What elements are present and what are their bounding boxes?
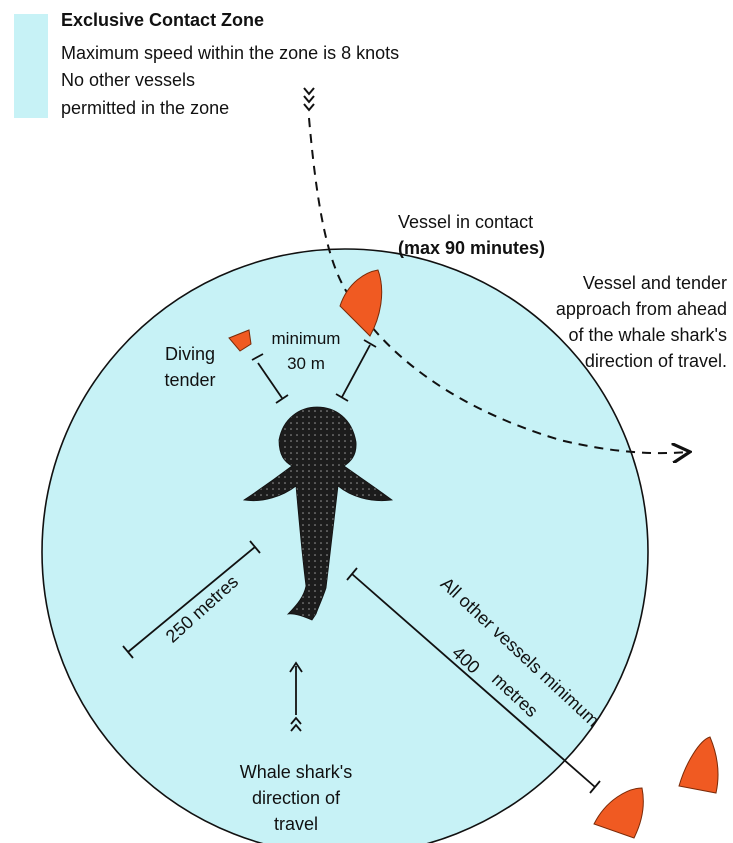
approach-label-1: Vessel and tender <box>583 271 727 295</box>
approach-label-2: approach from ahead <box>556 297 727 321</box>
diving-tender-label-1: Diving <box>152 342 228 366</box>
vessel-contact-label-2a: (max 90 <box>398 238 470 258</box>
approach-label-4: direction of travel. <box>585 349 727 373</box>
minimum-label-1: minimum <box>258 327 354 351</box>
diving-tender-label-2: tender <box>152 368 228 392</box>
zone-legend-swatch <box>14 14 48 118</box>
legend-speed: Maximum speed within the zone is 8 knots <box>61 43 399 64</box>
legend-title: Exclusive Contact Zone <box>61 10 264 31</box>
direction-label-2: direction of <box>206 786 386 810</box>
approach-label-3: of the whale shark's <box>568 323 727 347</box>
vessel-contact-label-1: Vessel in contact <box>398 210 533 234</box>
direction-label-3: travel <box>206 812 386 836</box>
other-vessel-1 <box>594 788 643 838</box>
vessel-contact-label-2: (max 90 minutes) <box>398 236 545 260</box>
legend-no-vessels-1: No other vessels <box>61 70 195 91</box>
vessel-contact-label-2b: minutes) <box>470 238 545 258</box>
other-vessel-2 <box>679 737 718 793</box>
path-start-chevrons <box>304 88 314 110</box>
minimum-label-2: 30 m <box>258 352 354 376</box>
direction-label-1: Whale shark's <box>206 760 386 784</box>
legend-no-vessels-2: permitted in the zone <box>61 98 229 119</box>
